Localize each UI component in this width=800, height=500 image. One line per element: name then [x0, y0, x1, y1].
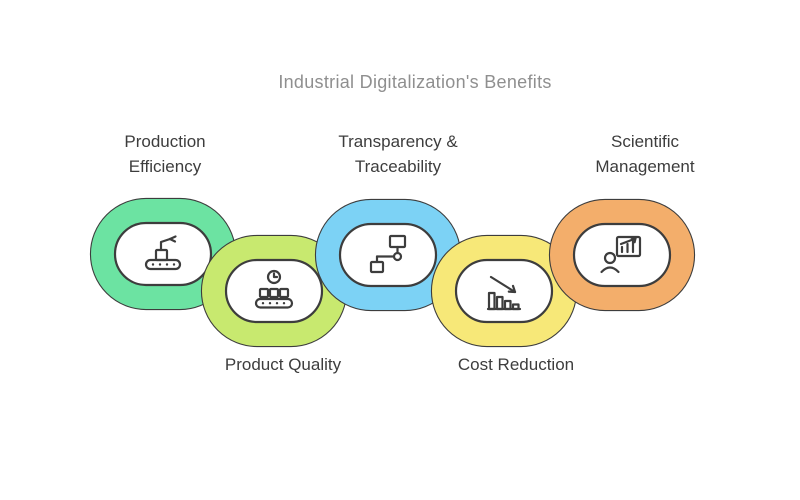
label-transparency-traceability: Transparency & Traceability — [338, 132, 458, 176]
robot-arm-conveyor-icon — [144, 235, 182, 271]
clock-conveyor-icon — [254, 269, 294, 309]
label-cost-reduction: Cost Reduction — [457, 355, 575, 374]
chain-link-production-efficiency — [88, 196, 238, 312]
label-scientific-management: Scientific Management — [595, 132, 695, 176]
chain-ring-graphic — [548, 198, 696, 312]
chain-ring-graphic — [89, 197, 237, 311]
chain-link-scientific-management — [547, 197, 697, 313]
flowchart-icon — [369, 234, 407, 274]
person-presentation-chart-icon — [600, 235, 642, 274]
declining-bar-chart-icon — [486, 275, 522, 311]
diagram-title: Industrial Digitalization's Benefits — [278, 72, 552, 92]
label-product-quality: Product Quality — [224, 355, 342, 374]
label-production-efficiency: Production Efficiency — [124, 132, 206, 176]
